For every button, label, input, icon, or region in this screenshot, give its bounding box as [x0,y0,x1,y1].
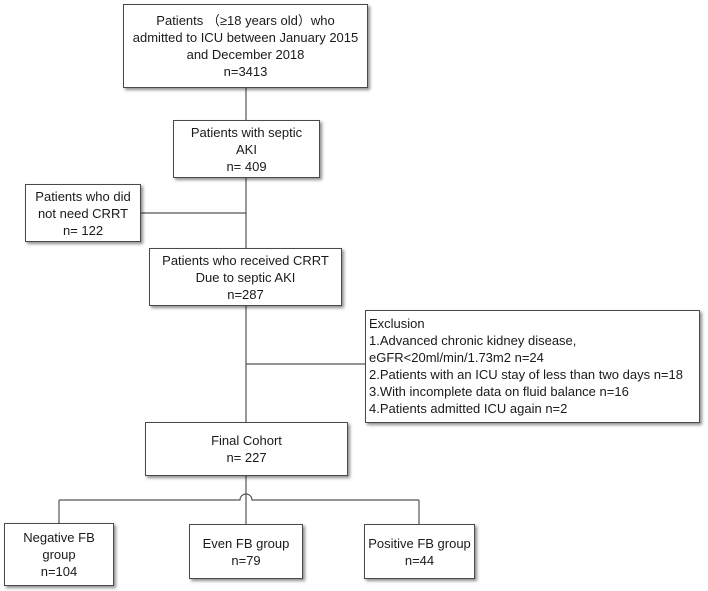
exclusion-item-3: 3.With incomplete data on fluid balance … [369,384,629,399]
box-received-crrt: Patients who received CRRT Due to septic… [149,248,342,306]
septic-aki-line-2: AKI [236,141,257,157]
even-fb-line-2: n=79 [231,552,261,568]
exclusion-item-1-detail: eGFR<20ml/min/1.73m2 n=24 [369,350,544,365]
positive-fb-line-1: Positive FB group [368,535,471,551]
negative-fb-line-2: group [42,547,76,562]
box-positive-fb-group: Positive FB group n=44 [364,524,475,579]
admitted-line-3: and December 2018 [186,47,305,62]
box-exclusion: Exclusion 1.Advanced chronic kidney dise… [365,310,700,423]
box-septic-aki: Patients with septic AKI n= 409 [173,120,320,178]
admitted-line-4: n=3413 [223,64,268,79]
connector-groups-bus [59,493,419,501]
final-cohort-line-1: Final Cohort [211,433,282,448]
even-fb-line-1: Even FB group [202,535,290,551]
received-crrt-line-2: Due to septic AKI [195,269,296,285]
exclusion-item-1: 1.Advanced chronic kidney disease, [369,333,577,348]
received-crrt-line-3: n=287 [227,286,264,302]
admitted-line-2: admitted to ICU between January 2015 [132,30,359,45]
exclusion-title: Exclusion [369,316,425,331]
box-admitted-patients: Patients （≥18 years old）who admitted to … [123,4,368,88]
exclusion-item-2: 2.Patients with an ICU stay of less than… [369,367,683,382]
box-even-fb-group: Even FB group n=79 [189,524,303,579]
box-final-cohort: Final Cohort n= 227 [145,422,348,476]
no-crrt-line-2: not need CRRT [37,205,129,221]
negative-fb-line-3: n=104 [40,564,78,579]
exclusion-item-4: 4.Patients admitted ICU again n=2 [369,401,568,416]
final-cohort-line-2: n= 227 [226,450,267,465]
box-negative-fb-group: Negative FB group n=104 [4,523,114,586]
admitted-line-1: Patients （≥18 years old）who [156,13,335,28]
negative-fb-line-1: Negative FB [23,530,95,545]
no-crrt-line-1: Patients who did [35,188,131,204]
septic-aki-line-1: Patients with septic [190,124,303,140]
positive-fb-line-2: n=44 [404,552,435,568]
received-crrt-line-1: Patients who received CRRT [162,252,329,268]
septic-aki-line-3: n= 409 [226,158,267,174]
box-no-crrt: Patients who did not need CRRT n= 122 [25,184,141,242]
no-crrt-line-3: n= 122 [62,222,104,238]
